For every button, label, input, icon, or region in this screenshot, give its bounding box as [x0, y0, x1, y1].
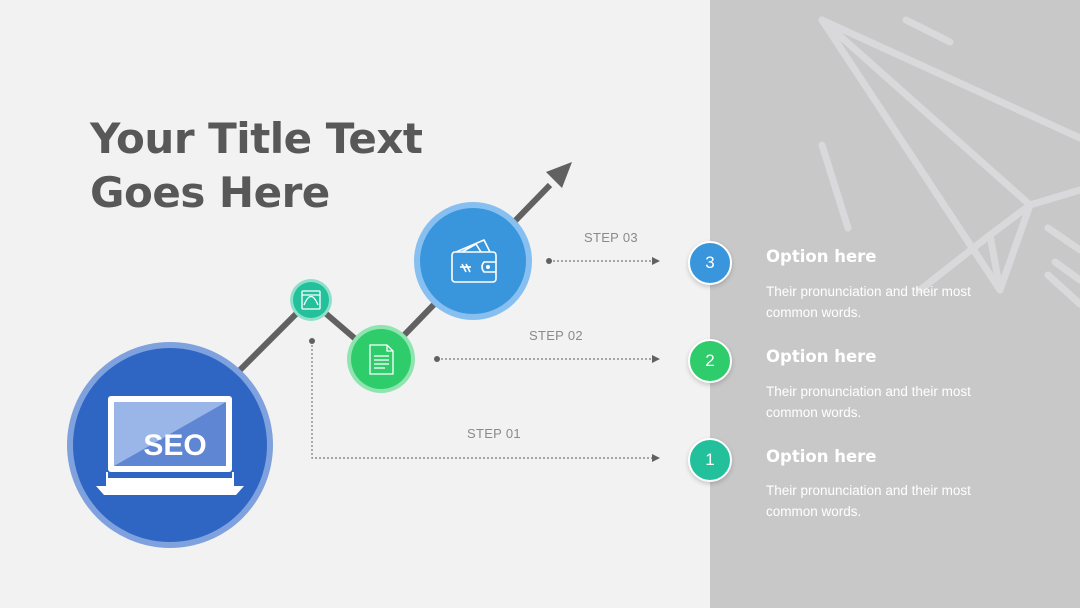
- option-description-2: Their pronunciation and their most commo…: [766, 384, 971, 420]
- option-title-2: Option here: [766, 347, 877, 366]
- document-icon: [369, 344, 394, 375]
- laptop-icon: [96, 396, 244, 495]
- option-description-1: Their pronunciation and their most commo…: [766, 483, 971, 519]
- title-line-2: Goes Here: [90, 168, 330, 217]
- step-label-01: STEP 01: [467, 426, 521, 441]
- step-label-03: STEP 03: [584, 230, 638, 245]
- wallet-icon: [451, 239, 497, 283]
- step-badge-1: 1: [688, 438, 732, 482]
- seo-circle: SEO: [67, 342, 273, 548]
- seo-label: SEO: [143, 429, 206, 462]
- option-title-3: Option here: [766, 247, 877, 266]
- design-circle: [290, 279, 332, 321]
- wallet-circle: [414, 202, 532, 320]
- step-label-02: STEP 02: [529, 328, 583, 343]
- option-title-1: Option here: [766, 447, 877, 466]
- vector-design-icon: [301, 290, 321, 310]
- document-circle: [347, 325, 415, 393]
- step-badge-2: 2: [688, 339, 732, 383]
- right-panel: [710, 0, 1080, 608]
- title-line-1: Your Title Text: [90, 114, 423, 163]
- option-description-3: Their pronunciation and their most commo…: [766, 284, 971, 320]
- step-connectors: [309, 257, 660, 462]
- page-title: Your Title Text Goes Here: [90, 112, 423, 220]
- step-badge-3: 3: [688, 241, 732, 285]
